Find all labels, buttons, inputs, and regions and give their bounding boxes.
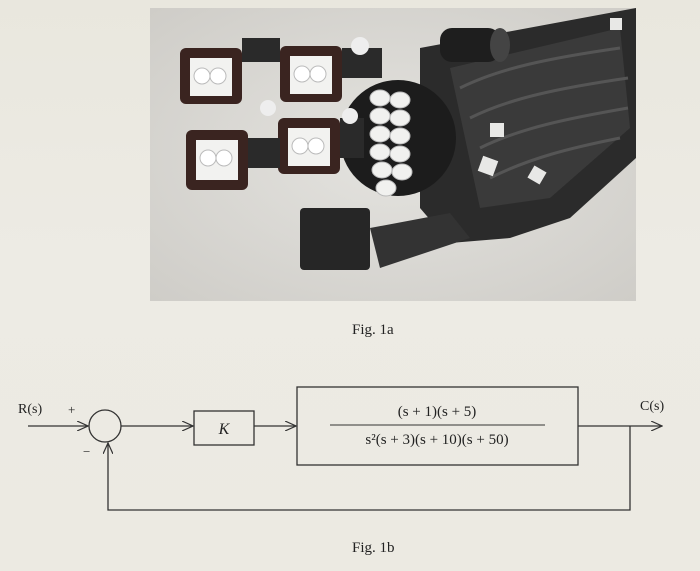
plant-block [296, 386, 579, 466]
robot-hand-photo [150, 8, 636, 301]
gain-block [193, 410, 255, 446]
summing-plus-sign: + [68, 402, 75, 417]
block-diagram: R(s) + − K (s + 1)(s + 5) s²(s + 3)(s + … [18, 386, 664, 511]
output-label: C(s) [640, 399, 664, 414]
gain-label: K [218, 421, 231, 438]
input-label: R(s) [18, 402, 42, 417]
tf-numerator: (s + 1)(s + 5) [398, 404, 477, 420]
tf-denominator: s²(s + 3)(s + 10)(s + 50) [365, 432, 508, 448]
feedback-path [108, 426, 631, 511]
summing-minus-sign: − [83, 444, 90, 459]
figure-1a-caption: Fig. 1a [352, 322, 394, 338]
summing-junction [88, 409, 122, 443]
figure-1b-caption: Fig. 1b [352, 540, 395, 556]
